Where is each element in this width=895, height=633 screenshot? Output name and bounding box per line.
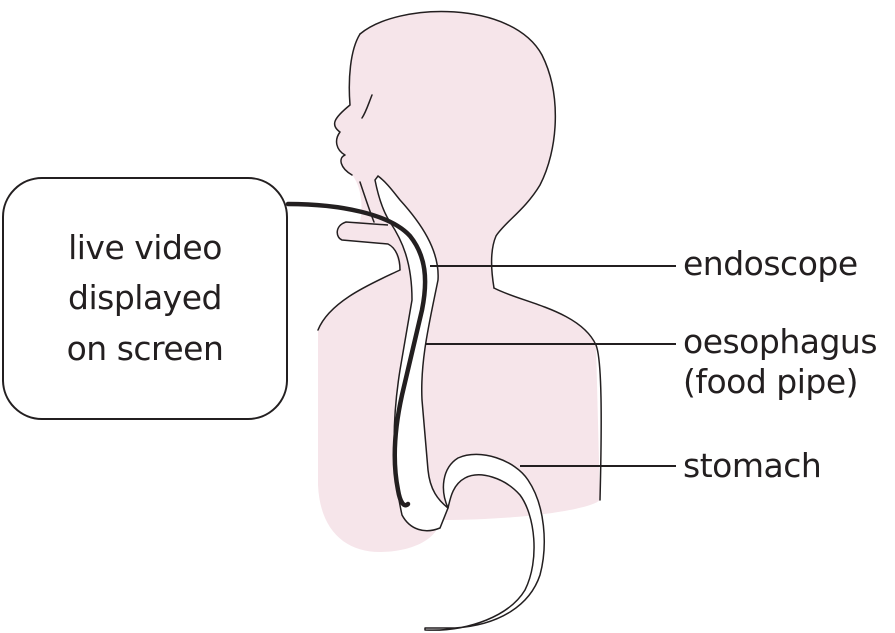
screen-line-2: displayed <box>68 278 222 318</box>
endoscope-label: endoscope <box>683 244 858 283</box>
video-screen-box: live video displayed on screen <box>2 177 288 420</box>
stomach-label: stomach <box>683 446 822 485</box>
body-silhouette <box>318 11 600 552</box>
stomach-shape <box>424 453 545 631</box>
screen-caption: live video displayed on screen <box>67 223 224 373</box>
oesophagus-label-line-2: (food pipe) <box>683 361 859 401</box>
neck-front <box>336 221 401 271</box>
screen-line-1: live video <box>68 228 222 268</box>
head-outline <box>359 10 556 289</box>
endoscope-cable <box>285 201 428 508</box>
eye <box>361 94 373 119</box>
oesophagus-label-line-1: oesophagus <box>683 322 878 361</box>
oesophagus-label: oesophagus (food pipe) <box>683 322 878 401</box>
chin <box>359 181 375 223</box>
shoulder-left <box>317 269 401 331</box>
face-profile <box>333 33 361 176</box>
shoulder-right <box>493 287 602 501</box>
screen-line-3: on screen <box>66 328 224 368</box>
